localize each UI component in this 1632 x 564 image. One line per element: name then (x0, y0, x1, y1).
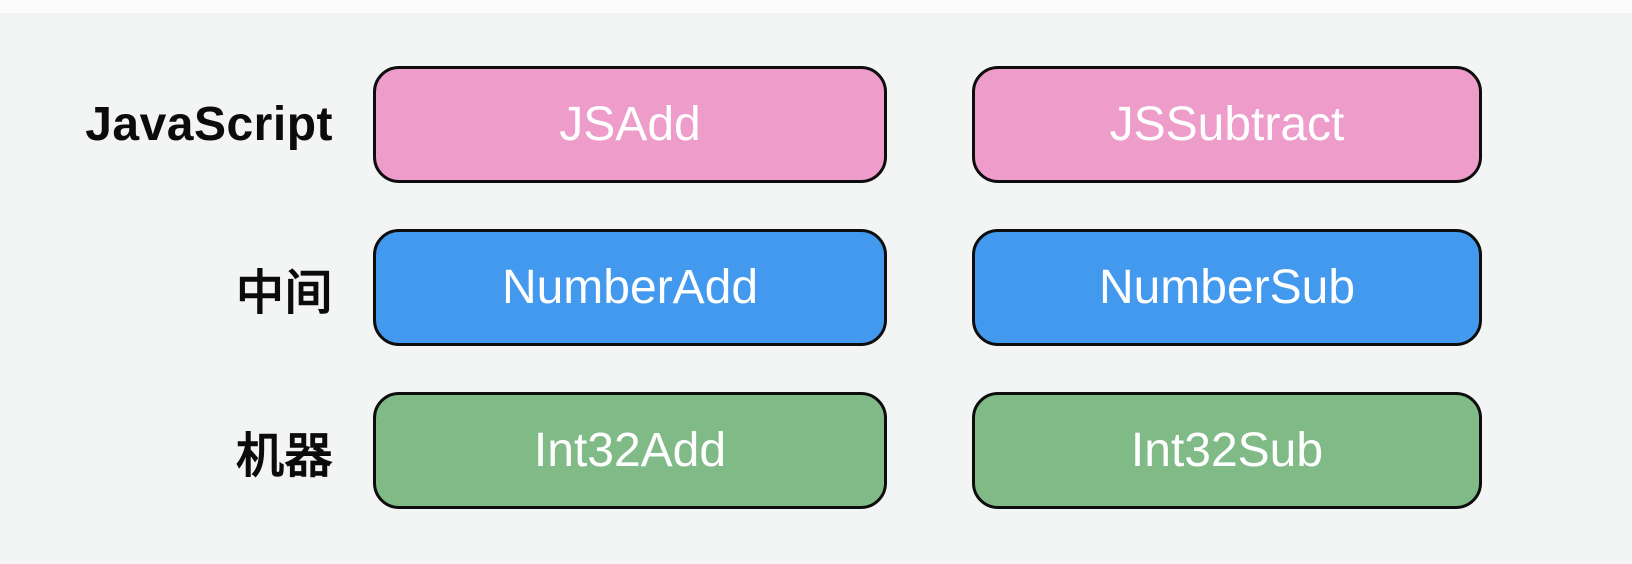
node-jsadd-label: JSAdd (559, 98, 701, 151)
node-int32sub-label: Int32Sub (1130, 424, 1324, 477)
node-jssubtract: JSSubtract (972, 66, 1482, 183)
node-numberadd-label: NumberAdd (501, 261, 759, 314)
node-int32add-label: Int32Add (533, 424, 727, 477)
node-jssubtract-label: JSSubtract (1109, 98, 1345, 151)
node-numbersub-label: NumberSub (1098, 261, 1356, 314)
diagram-row-javascript: JavaScript JSAdd JSSubtract (0, 66, 1632, 183)
node-numbersub: NumberSub (972, 229, 1482, 346)
row-label-machine: 机器 (235, 429, 333, 483)
row-label-javascript: JavaScript (85, 98, 333, 151)
node-int32sub: Int32Sub (972, 392, 1482, 509)
node-int32add: Int32Add (373, 392, 887, 509)
node-numberadd: NumberAdd (373, 229, 887, 346)
diagram-row-machine: 机器 Int32Add Int32Sub (0, 392, 1632, 509)
node-jsadd: JSAdd (373, 66, 887, 183)
top-strip (0, 0, 1632, 13)
diagram-row-intermediate: 中间 NumberAdd NumberSub (0, 229, 1632, 346)
row-label-intermediate: 中间 (235, 266, 333, 320)
